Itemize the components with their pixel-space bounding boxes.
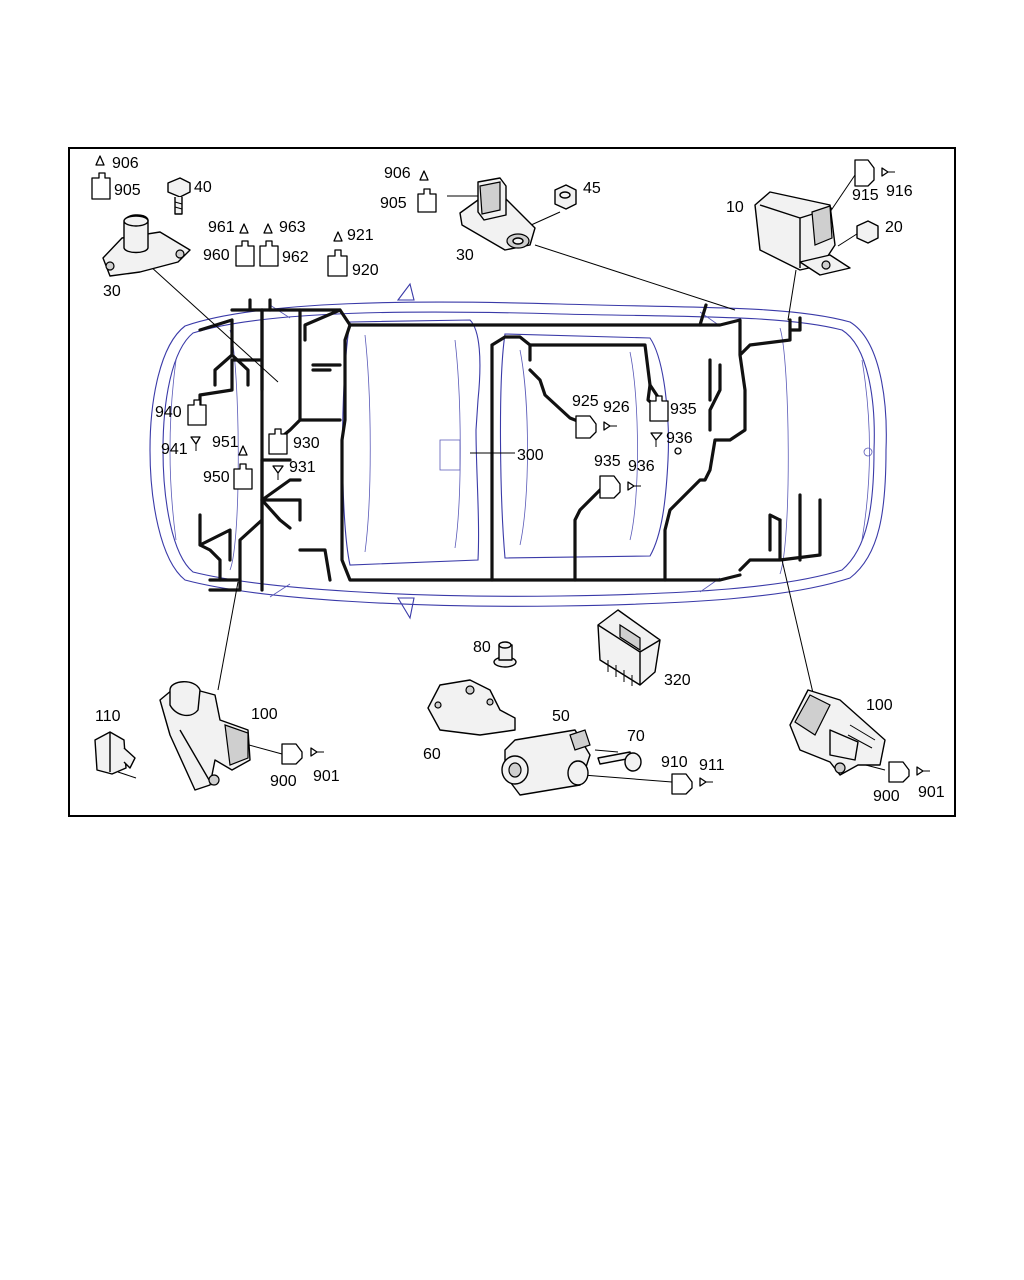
label-935-lower: 935 bbox=[594, 453, 621, 470]
label-962: 962 bbox=[282, 249, 309, 266]
label-926: 926 bbox=[603, 399, 630, 416]
label-906-left: 906 bbox=[112, 155, 139, 172]
connector-block-320 bbox=[597, 609, 661, 686]
label-45: 45 bbox=[583, 180, 601, 197]
label-70: 70 bbox=[627, 728, 645, 745]
label-935-upper: 935 bbox=[670, 401, 697, 418]
label-910: 910 bbox=[661, 754, 688, 771]
sensor-100-right bbox=[789, 689, 886, 776]
screw-70 bbox=[597, 751, 642, 772]
label-905-center: 905 bbox=[380, 195, 407, 212]
label-901-right: 901 bbox=[918, 784, 945, 801]
label-925: 925 bbox=[572, 393, 599, 410]
bolt-80 bbox=[493, 641, 517, 668]
label-20: 20 bbox=[885, 219, 903, 236]
sensor-30-center bbox=[459, 177, 536, 251]
component-110 bbox=[94, 731, 137, 779]
connector-symbols bbox=[91, 155, 930, 795]
label-911: 911 bbox=[699, 757, 725, 774]
part-number-labels: 906 905 40 30 961 963 960 962 921 920 90… bbox=[95, 155, 945, 805]
label-30-center: 30 bbox=[456, 247, 474, 264]
label-901-left: 901 bbox=[313, 768, 340, 785]
label-30-left: 30 bbox=[103, 283, 121, 300]
sensor-50 bbox=[501, 729, 591, 796]
sensor-100-left bbox=[159, 681, 251, 791]
label-930: 930 bbox=[293, 435, 320, 452]
label-915: 915 bbox=[852, 187, 879, 204]
label-921: 921 bbox=[347, 227, 374, 244]
label-300: 300 bbox=[517, 447, 544, 464]
nut-20 bbox=[856, 220, 879, 244]
nut-45 bbox=[554, 184, 577, 210]
label-960: 960 bbox=[203, 247, 230, 264]
bolt-40 bbox=[167, 177, 191, 215]
label-40: 40 bbox=[194, 179, 212, 196]
label-900-right: 900 bbox=[873, 788, 900, 805]
bracket-60 bbox=[427, 679, 516, 736]
label-961: 961 bbox=[208, 219, 235, 236]
label-320: 320 bbox=[664, 672, 691, 689]
label-951: 951 bbox=[212, 434, 239, 451]
label-963: 963 bbox=[279, 219, 306, 236]
label-920: 920 bbox=[352, 262, 379, 279]
diagram-frame bbox=[68, 147, 956, 817]
label-900-left: 900 bbox=[270, 773, 297, 790]
control-unit-10 bbox=[754, 191, 851, 276]
label-941: 941 bbox=[161, 441, 188, 458]
label-80: 80 bbox=[473, 639, 491, 656]
label-936-upper: 936 bbox=[666, 430, 693, 447]
label-50: 50 bbox=[552, 708, 570, 725]
label-950: 950 bbox=[203, 469, 230, 486]
label-936-lower: 936 bbox=[628, 458, 655, 475]
label-110: 110 bbox=[95, 708, 121, 725]
label-100-left: 100 bbox=[251, 706, 278, 723]
label-940: 940 bbox=[155, 404, 182, 421]
label-60: 60 bbox=[423, 746, 441, 763]
leader-lines bbox=[149, 174, 886, 783]
sensor-30-left bbox=[102, 214, 191, 277]
label-916: 916 bbox=[886, 183, 913, 200]
label-931: 931 bbox=[289, 459, 316, 476]
label-100-right: 100 bbox=[866, 697, 893, 714]
label-906-center: 906 bbox=[384, 165, 411, 182]
label-10: 10 bbox=[726, 199, 744, 216]
label-905-left: 905 bbox=[114, 182, 141, 199]
wiring-harness bbox=[198, 298, 822, 592]
